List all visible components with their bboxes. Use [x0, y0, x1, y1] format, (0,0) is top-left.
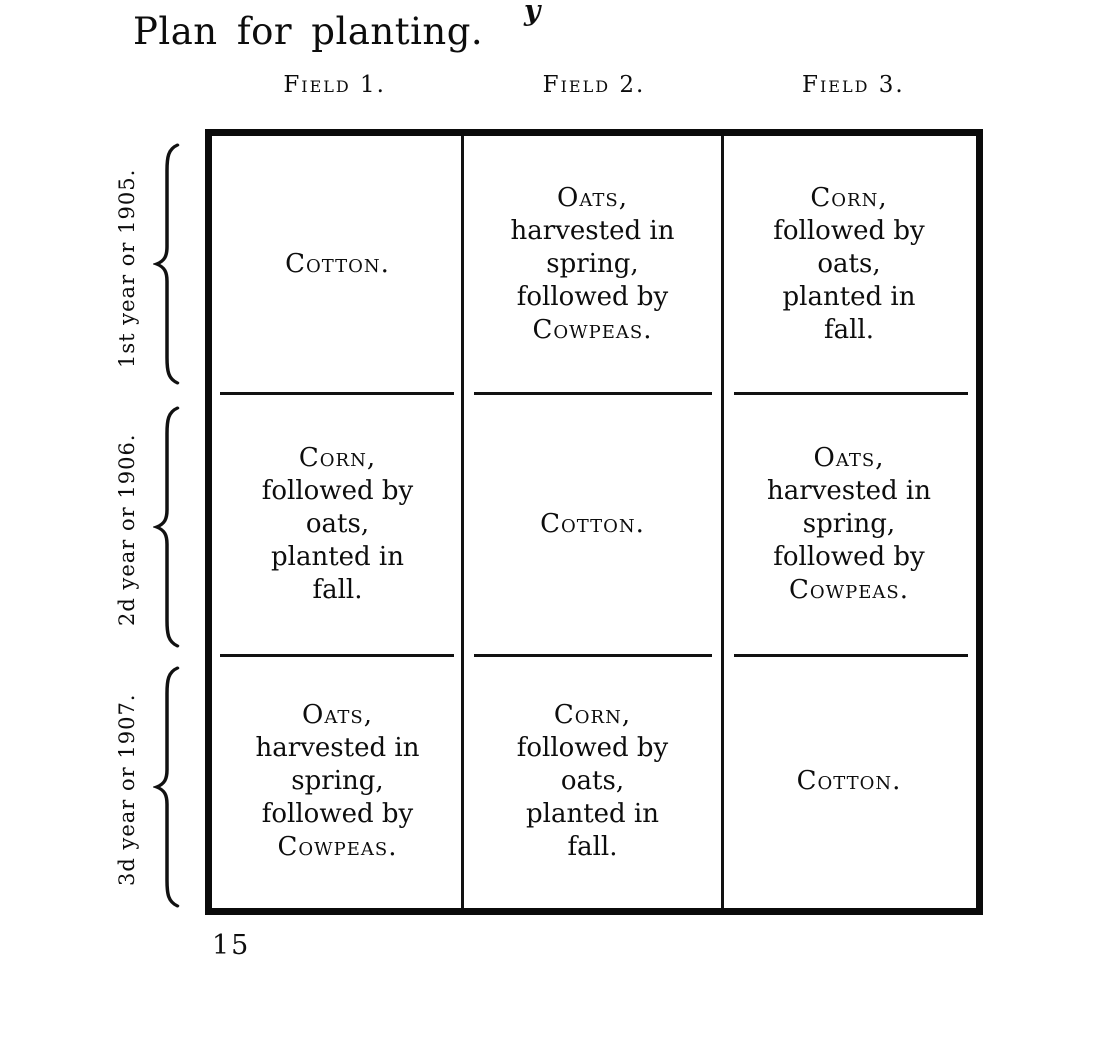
table-horizontal-rule: [734, 392, 968, 395]
cell-text-line: spring,: [546, 249, 639, 279]
cell-text-line: fall.: [312, 574, 363, 605]
cell-text-line: oats,: [817, 249, 881, 279]
cell-text-line: planted in: [270, 541, 404, 572]
cell-text-line: followed by: [516, 282, 669, 312]
cell-text-line: Cotton.: [540, 508, 645, 539]
cell-text-line: harvested in: [255, 733, 420, 763]
cell-text-line: fall.: [823, 315, 875, 345]
column-header-field-2: Field 2.: [542, 72, 646, 98]
cell-text-line: followed by: [516, 733, 669, 763]
column-header-field-3: Field 3.: [801, 72, 905, 98]
cell-text-line: Cotton.: [796, 766, 902, 796]
cell-text-line: Oats,: [557, 183, 628, 213]
cell-text-line: harvested in: [767, 475, 931, 506]
table-vertical-rule: [461, 136, 464, 908]
cell-text-line: spring,: [291, 766, 384, 796]
cell-text-line: harvested in: [510, 216, 675, 246]
row-brace-icon: [153, 406, 180, 648]
cell-text-line: Cotton.: [285, 249, 390, 279]
cell-text-line: Corn,: [810, 183, 888, 213]
cell-text-line: oats,: [560, 766, 625, 796]
row-label-year-2: 2d year or 1906.: [115, 433, 139, 627]
table-horizontal-rule: [734, 654, 968, 657]
table-cell-year1-field1: Cotton.: [212, 136, 463, 393]
table-cell-year3-field3: Cotton.: [722, 655, 976, 908]
cell-text-line: followed by: [773, 216, 925, 246]
page-number: 15: [212, 930, 251, 961]
cell-text-line: oats,: [305, 508, 370, 539]
cell-text-line: followed by: [261, 475, 414, 506]
cell-text-line: Cowpeas.: [789, 574, 909, 605]
cell-text-line: Corn,: [298, 442, 377, 473]
cell-text-line: Oats,: [813, 442, 885, 473]
cell-text-line: fall.: [567, 832, 618, 862]
page-title: Plan for planting.: [133, 10, 484, 53]
table-cell-year2-field2: Cotton.: [463, 393, 722, 655]
table-horizontal-rule: [220, 654, 454, 657]
column-header-row: Field 1. Field 2. Field 3.: [205, 72, 983, 98]
cell-text-line: spring,: [802, 508, 896, 539]
row-label-year-3: 3d year or 1907.: [115, 693, 139, 887]
cell-text-line: Corn,: [553, 700, 632, 730]
row-brace-icon: [153, 143, 180, 385]
cell-text-line: Oats,: [302, 700, 373, 730]
cell-text-line: Cowpeas.: [277, 832, 398, 862]
cell-text-line: planted in: [782, 282, 916, 312]
table-horizontal-rule: [474, 654, 712, 657]
cell-text-line: planted in: [525, 799, 659, 829]
cell-text-line: followed by: [773, 541, 925, 572]
table-horizontal-rule: [220, 392, 454, 395]
table-horizontal-rule: [474, 392, 712, 395]
row-label-year-1: 1st year or 1905.: [115, 168, 139, 368]
cell-text-line: Cowpeas.: [532, 315, 653, 345]
table-vertical-rule: [721, 136, 724, 908]
row-brace-icon: [153, 666, 180, 908]
print-artifact-mark: y: [524, 0, 541, 27]
column-header-field-1: Field 1.: [283, 72, 386, 98]
cell-text-line: followed by: [261, 799, 414, 829]
